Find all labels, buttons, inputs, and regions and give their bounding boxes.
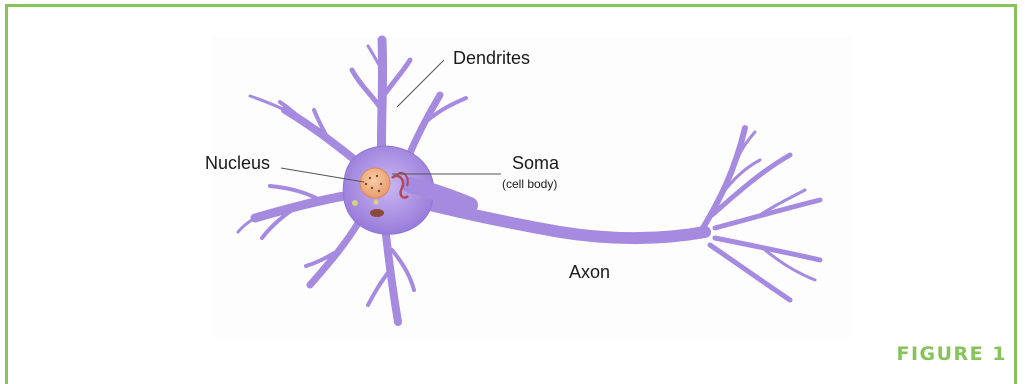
label-nucleus: Nucleus — [205, 153, 270, 174]
label-soma-sub: (cell body) — [502, 177, 557, 191]
axon-terminals — [700, 128, 820, 300]
figure-caption-label: FIGURE 1 — [896, 343, 1007, 365]
label-axon: Axon — [569, 262, 610, 283]
nucleus — [360, 168, 390, 198]
label-soma: Soma — [512, 153, 559, 174]
label-dendrites: Dendrites — [453, 48, 530, 69]
